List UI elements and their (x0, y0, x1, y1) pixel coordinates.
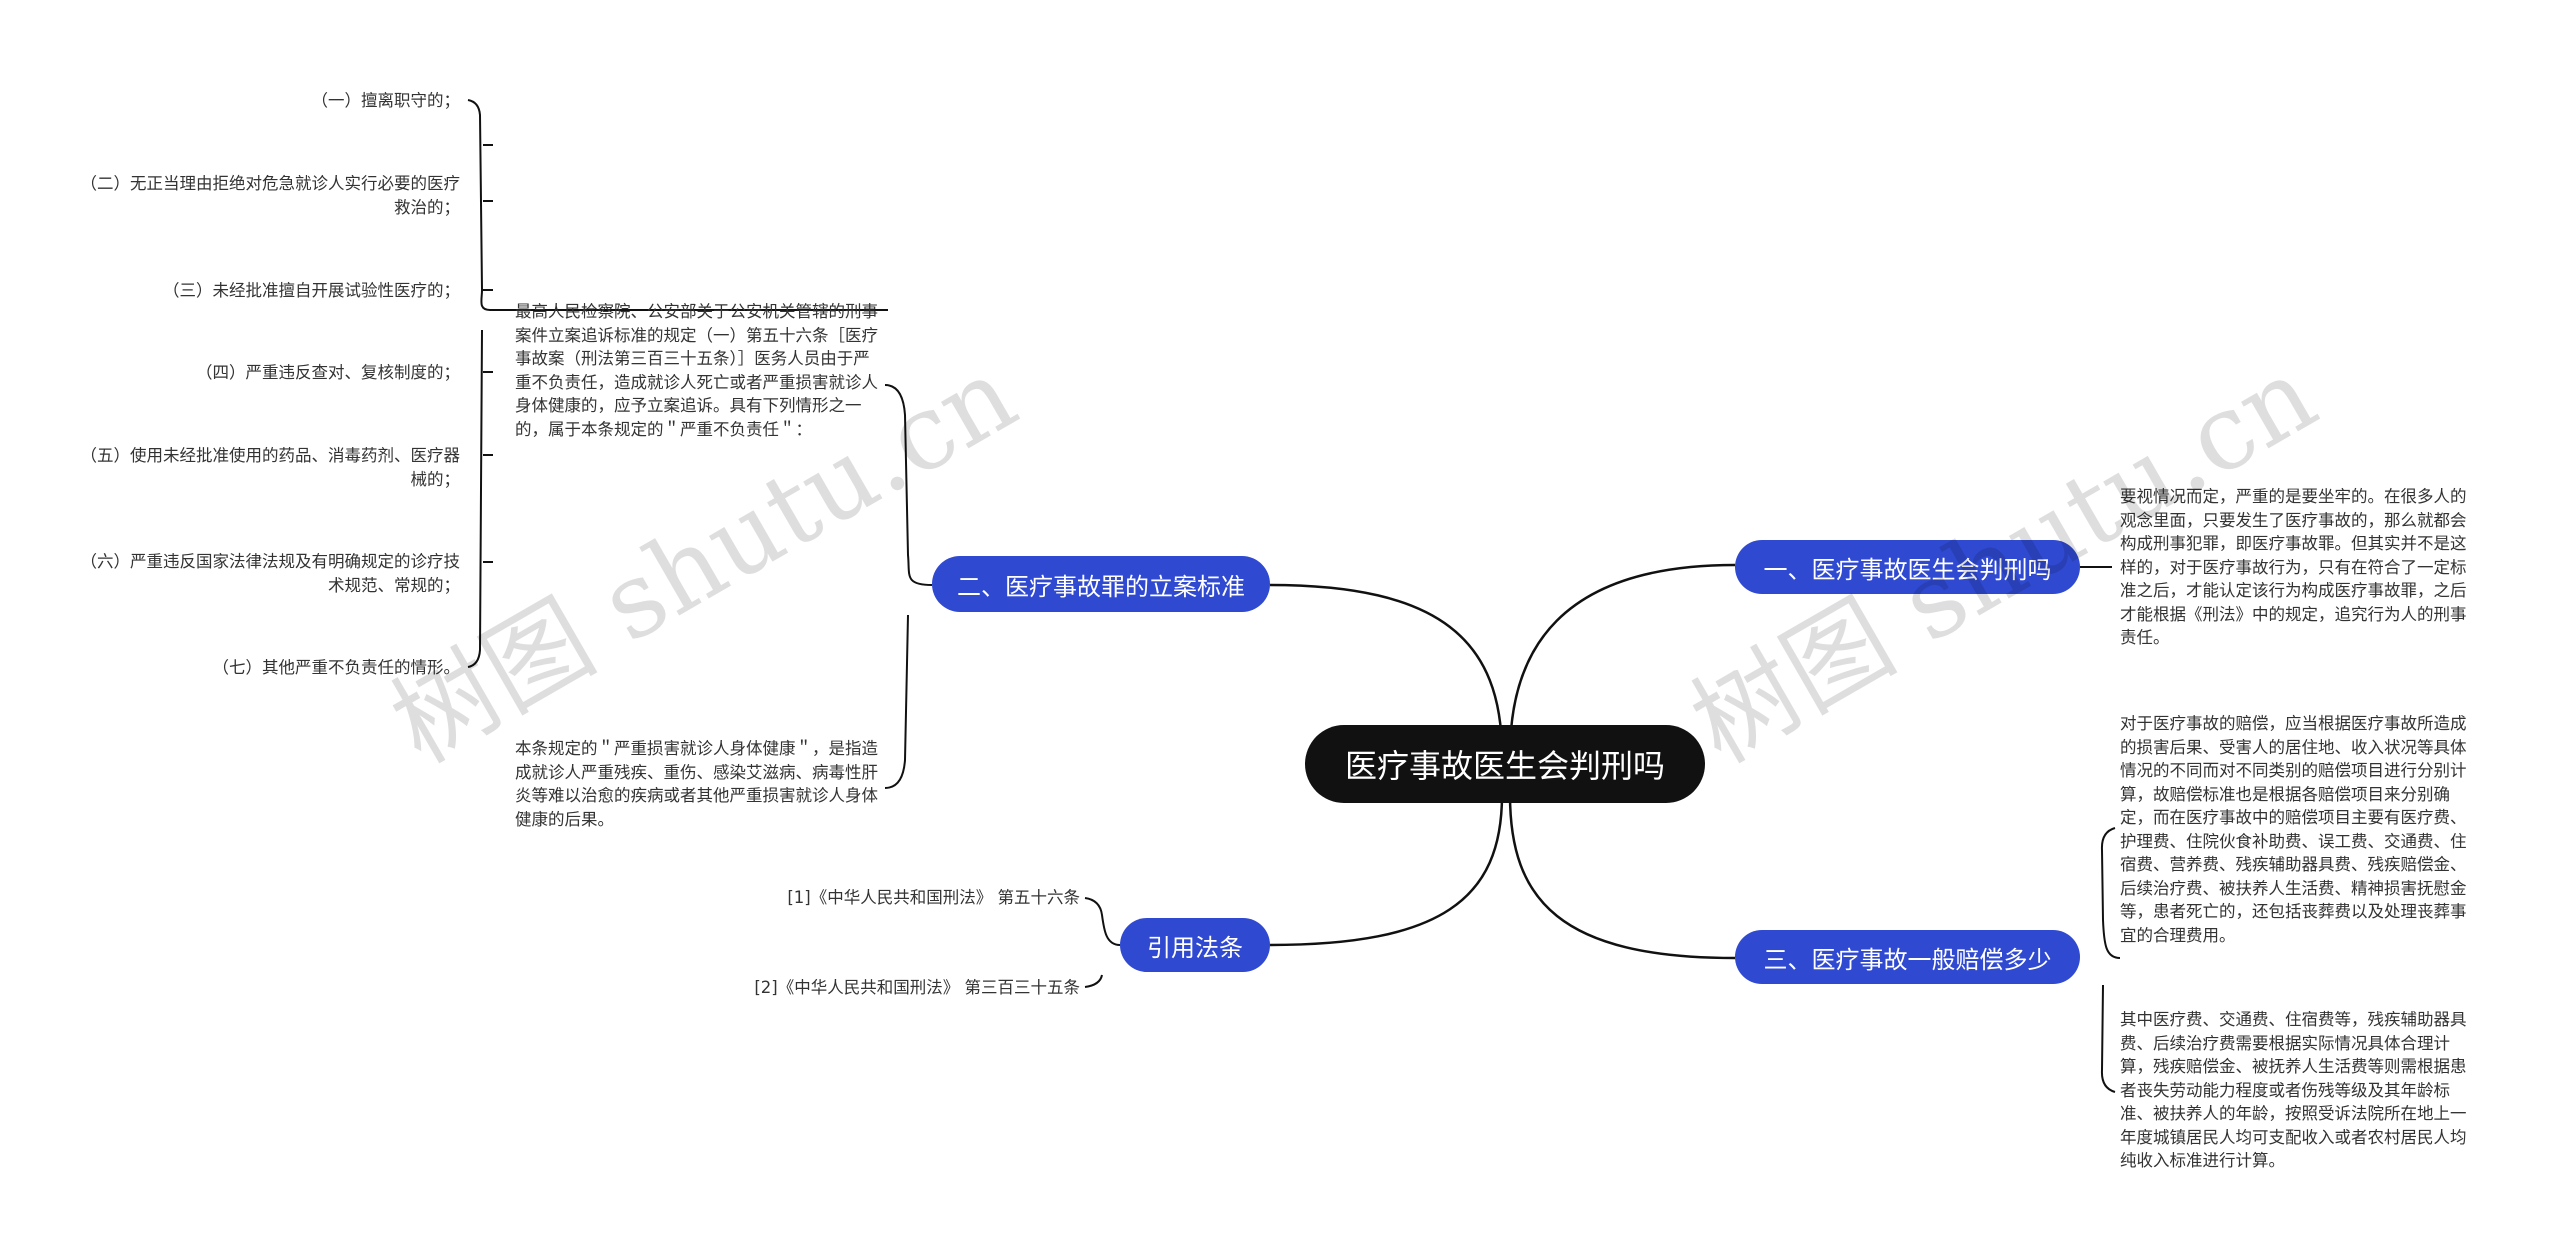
link-root-b2 (1269, 583, 1504, 756)
link-root-b1 (1508, 563, 1736, 756)
b3-description-calc: 其中医疗费、交通费、住宿费等，残疾辅助器具费、后续治疗费需要根据实际情况具体合理… (2120, 1010, 2467, 1170)
b1-description: 要视情况而定，严重的是要坐牢的。在很多人的观念里面，只要发生了医疗事故的，那么就… (2120, 487, 2467, 647)
b4-item-2: [2]《中华人民共和国刑法》 第三百三十五条 (754, 978, 1080, 997)
branch-node-b2[interactable]: 二、医疗事故罪的立案标准 (932, 556, 1270, 612)
branch-label-b4: 引用法条 (1147, 933, 1243, 962)
b2-item-2: （二）无正当理由拒绝对危急就诊人实行必要的医疗救治的； (80, 174, 461, 217)
brace-b4 (1084, 897, 1121, 988)
b2-item-3: （三）未经批准擅自开展试验性医疗的； (163, 281, 460, 300)
branch-node-b4[interactable]: 引用法条 (1120, 918, 1270, 972)
b2-item-1: （一）擅离职守的； (311, 91, 461, 110)
brace-b2-items (467, 99, 491, 668)
b2-item-4: （四）严重违反查对、复核制度的； (196, 363, 460, 382)
link-root-b3 (1508, 794, 1736, 960)
b2-description-health: 本条规定的＂严重损害就诊人身体健康＂，是指造成就诊人严重残疾、重伤、感染艾滋病、… (515, 739, 878, 829)
root-title: 医疗事故医生会判刑吗 (1344, 747, 1665, 785)
branch-label-b1: 一、医疗事故医生会判刑吗 (1763, 555, 2052, 584)
branch-label-b2: 二、医疗事故罪的立案标准 (957, 572, 1245, 601)
b2-item-5: （五）使用未经批准使用的药品、消毒药剂、医疗器械的； (80, 446, 461, 489)
branch-label-b3: 三、医疗事故一般赔偿多少 (1763, 945, 2052, 974)
brace-b2 (884, 384, 933, 789)
b2-item-6: （六）严重违反国家法律法规及有明确规定的诊疗技术规范、常规的； (80, 552, 461, 595)
root-node[interactable]: 医疗事故医生会判刑吗 (1305, 725, 1705, 803)
branch-node-b1[interactable]: 一、医疗事故医生会判刑吗 (1735, 540, 2080, 594)
branch-node-b3[interactable]: 三、医疗事故一般赔偿多少 (1735, 930, 2080, 984)
b2-item-7: （七）其他严重不负责任的情形。 (212, 658, 461, 677)
brace-b3 (2100, 827, 2121, 1093)
tick-b2-items (483, 144, 493, 563)
b2-description-main: 最高人民检察院、公安部关于公安机关管辖的刑事案件立案追诉标准的规定（一）第五十六… (515, 302, 878, 439)
b3-description-items: 对于医疗事故的赔偿，应当根据医疗事故所造成的损害后果、受害人的居住地、收入状况等… (2120, 714, 2467, 945)
b4-item-1: [1]《中华人民共和国刑法》 第五十六条 (787, 888, 1080, 907)
link-root-b4 (1269, 794, 1504, 947)
